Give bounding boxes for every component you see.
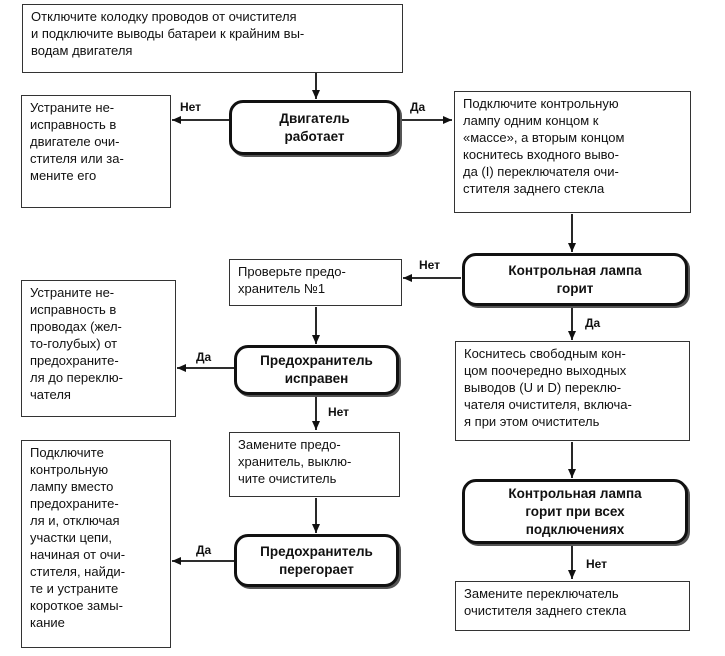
label-lamp-no: Нет — [419, 258, 441, 272]
label-motor-yes: Да — [410, 100, 426, 114]
box-touch-outputs: Коснитесь свободным кон- цом поочередно … — [455, 341, 690, 441]
box-repair-motor: Устраните не- исправность в двигателе оч… — [21, 95, 171, 208]
decision-fuse-blown: Предохранитель перегорает — [234, 534, 399, 587]
box-replace-fuse: Замените предо- хранитель, выклю- чите о… — [229, 432, 400, 497]
box-replace-switch: Замените переключатель очистителя заднег… — [455, 581, 690, 631]
label-fuse-ok-no: Нет — [328, 405, 350, 419]
box-find-short-circuit: Подключите контрольную лампу вместо пред… — [21, 440, 171, 648]
box-check-fuse: Проверьте предо- хранитель №1 — [229, 259, 402, 306]
label-motor-no: Нет — [180, 100, 202, 114]
decision-lamp-all-connections: Контрольная лампа горит при всех подключ… — [462, 479, 688, 544]
label-fuse-blown-yes: Да — [196, 543, 212, 557]
decision-motor-works: Двигатель работает — [229, 100, 400, 155]
decision-lamp-lit: Контрольная лампа горит — [462, 253, 688, 306]
label-lamp-all-no: Нет — [586, 557, 608, 571]
label-lamp-yes: Да — [585, 316, 601, 330]
box-repair-wires: Устраните не- исправность в проводах (же… — [21, 280, 176, 417]
box-connect-lamp: Подключите контрольную лампу одним концо… — [454, 91, 691, 213]
box-disconnect-connector: Отключите колодку проводов от очистителя… — [22, 4, 403, 73]
label-fuse-ok-yes: Да — [196, 350, 212, 364]
decision-fuse-ok: Предохранитель исправен — [234, 345, 399, 395]
